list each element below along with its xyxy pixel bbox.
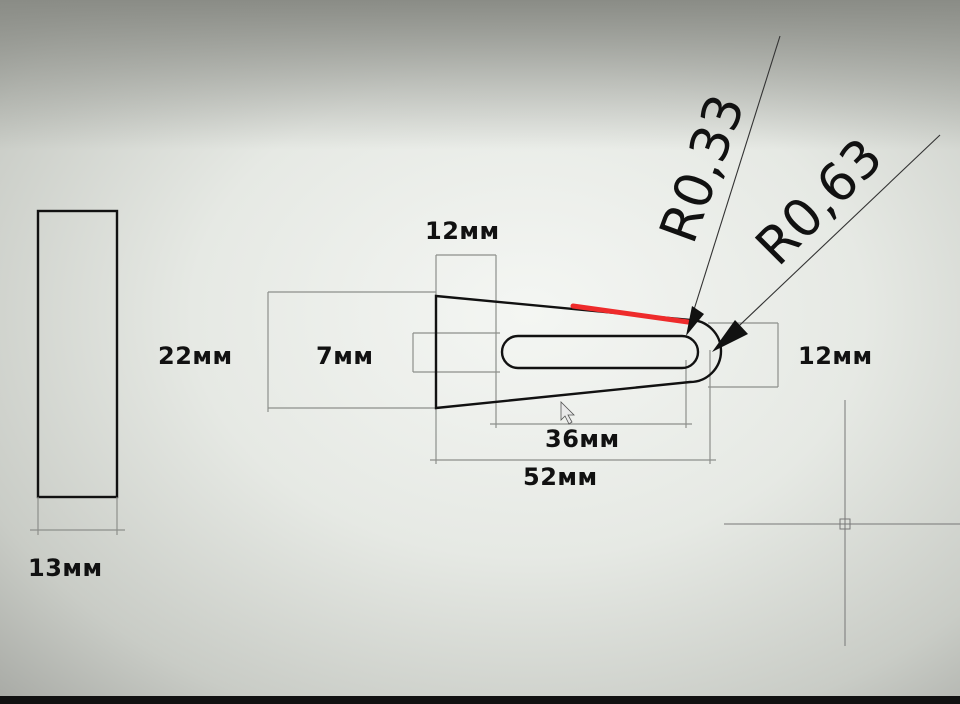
part-outline[interactable] [434,294,723,410]
dim-52: 52мм [523,463,598,491]
leader-r063 [721,134,941,343]
leader-r033 [691,35,781,317]
radius-r063: R0,63 [745,127,895,277]
dim-12-top: 12мм [425,217,500,245]
screen-bezel [0,696,960,704]
radius-r033: R0,33 [649,87,757,250]
arrow-r063 [712,320,748,352]
arrow-r033 [686,306,704,336]
side-view-rect[interactable] [36,209,119,499]
dim-12-right: 12мм [798,342,873,370]
dim-7: 7мм [316,342,373,370]
crosshair-box [839,518,851,530]
slot-outline[interactable] [500,334,700,370]
dim-13: 13мм [28,554,103,582]
mouse-pointer-icon [560,401,575,425]
dim-22: 22мм [158,342,233,370]
highlight-edge [570,303,691,325]
dim-36: 36мм [545,425,620,453]
